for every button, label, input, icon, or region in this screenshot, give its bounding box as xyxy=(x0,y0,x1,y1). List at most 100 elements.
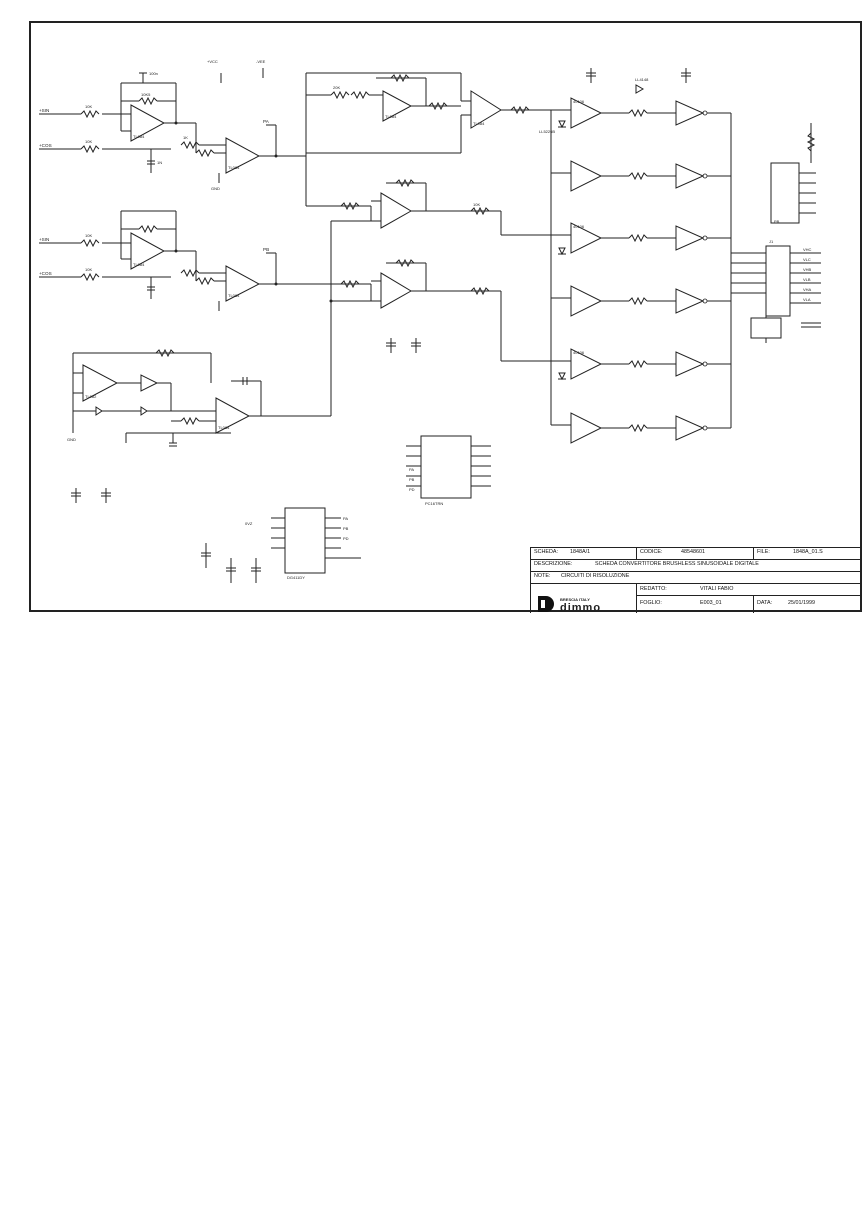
codice-value: 48548601 xyxy=(681,549,705,555)
data-label: DATA: xyxy=(757,600,773,606)
dip-net-pd: PD xyxy=(409,487,415,492)
reference-oscillator: TL082 GND TL084 xyxy=(67,348,331,447)
out-label-1: VLC xyxy=(803,257,811,262)
out-label-3: VLB xyxy=(803,277,811,282)
foglio-label: FOGLIO: xyxy=(640,600,662,606)
svg-text:TL082: TL082 xyxy=(85,394,97,399)
data-value: 25/01/1999 xyxy=(788,600,815,606)
svg-text:TL084: TL084 xyxy=(228,165,240,170)
company-sub: BRESCIA ITALY xyxy=(560,597,590,602)
switch-net-pa: PA xyxy=(343,516,348,521)
comparator-row-1: 40106 LL4148 xyxy=(551,77,731,129)
input-stage-sin-a: +SIN 10K +COS 10K TL084 100n 10K5 xyxy=(39,71,196,173)
dip-net-pa: PA xyxy=(409,467,414,472)
svg-text:TL084: TL084 xyxy=(133,134,145,139)
out-label-2: VHB xyxy=(803,267,812,272)
svg-text:+VCC: +VCC xyxy=(207,59,218,64)
output-bus: J1 VHC VLC VHB VLB VHA VLA PB xyxy=(730,113,821,428)
center-difference-stages: 20K TL084 TL084 xyxy=(305,72,551,416)
switch-net-pd: PD xyxy=(343,536,349,541)
ic-dg411dy xyxy=(284,507,326,574)
svg-text:LL4148: LL4148 xyxy=(635,77,649,82)
descrizione-label: DESCRIZIONE: xyxy=(534,561,573,567)
comparator-chains: 40106 LL4148 xyxy=(500,77,731,444)
svg-text:1N: 1N xyxy=(157,160,162,165)
descrizione-value: SCHEDA CONVERTITORE BRUSHLESS SINUSOIDAL… xyxy=(595,561,759,567)
out-label-6: PB xyxy=(774,219,780,224)
opamp-diff-b xyxy=(380,272,412,309)
buffer-stage-pb: TL084 PB xyxy=(180,247,321,311)
out-label-5: VLA xyxy=(803,297,811,302)
svg-text:TL084: TL084 xyxy=(385,114,397,119)
connector-cn1 xyxy=(770,162,800,224)
foglio-value: E003_01 xyxy=(700,600,722,606)
opamp-u11 xyxy=(225,265,261,302)
svg-text:40106: 40106 xyxy=(573,99,585,104)
svg-text:10K: 10K xyxy=(473,202,480,207)
file-label: FILE: xyxy=(757,549,770,555)
input-stage-sin-b: +SIN 10K +COS 10K TL084 xyxy=(39,210,196,299)
company-name: dimmo xyxy=(560,602,601,612)
comparator-row-4 xyxy=(551,285,731,317)
switch-net-zero: 0VZ xyxy=(245,521,253,526)
input-label-cos-b: +COS xyxy=(39,271,52,276)
svg-text:-VEE: -VEE xyxy=(256,59,266,64)
opamp-u7 xyxy=(130,104,166,142)
file-value: 1848A_01.S xyxy=(793,549,823,555)
svg-text:TL084: TL084 xyxy=(133,262,145,267)
opamp-diff-a xyxy=(380,192,412,229)
input-label-sin-b: +SIN xyxy=(39,237,49,242)
svg-text:LL5226B: LL5226B xyxy=(539,129,555,134)
buffer-stage-pa: 1K TL084 PA GND +VCC -VEE xyxy=(180,59,306,191)
svg-text:40106: 40106 xyxy=(573,350,585,355)
svg-text:PC16TRN: PC16TRN xyxy=(425,501,443,506)
note-value: CIRCUITI DI RISOLUZIONE xyxy=(561,573,630,579)
decoupling-caps xyxy=(71,68,691,503)
codice-label: CODICE: xyxy=(640,549,663,555)
svg-text:TL084: TL084 xyxy=(218,425,230,430)
redatto-label: REDATTO: xyxy=(640,586,667,592)
input-label-sin-a: +SIN xyxy=(39,108,49,113)
opamp-u8 xyxy=(225,137,261,174)
note-label: NOTE: xyxy=(534,573,551,579)
input-label-cos-a: +COS xyxy=(39,143,52,148)
svg-text:GND: GND xyxy=(211,186,220,191)
svg-text:GND: GND xyxy=(67,437,76,442)
comparator-row-6 xyxy=(551,412,731,444)
company-logo: BRESCIA ITALY dimmo xyxy=(536,596,632,614)
svg-text:1K: 1K xyxy=(183,135,188,140)
net-pa: PA xyxy=(263,119,270,124)
comparator-row-3: 40106 xyxy=(501,222,731,254)
svg-text:20K: 20K xyxy=(333,85,340,90)
switch-net-pb: PB xyxy=(343,526,349,531)
out-label-0: VHC xyxy=(803,247,812,252)
svg-text:10K5: 10K5 xyxy=(141,92,151,97)
opamp-u9 xyxy=(215,397,251,434)
svg-text:10K: 10K xyxy=(85,267,92,272)
svg-text:TL084: TL084 xyxy=(228,293,240,298)
ic-pc16trn xyxy=(420,435,472,499)
out-label-4: VHA xyxy=(803,287,812,292)
net-pb: PB xyxy=(263,247,269,252)
opamp-u10 xyxy=(130,232,166,270)
opamp-u16 xyxy=(382,90,413,122)
comparator-row-5: 40106 xyxy=(501,348,731,380)
svg-text:10K: 10K xyxy=(85,104,92,109)
redatto-value: VITALI FABIO xyxy=(700,586,734,592)
scheda-label: SCHEDA: xyxy=(534,549,558,555)
dip-net-pb: PB xyxy=(409,477,415,482)
svg-text:J1: J1 xyxy=(769,239,774,244)
opamp-u6 xyxy=(470,90,502,129)
comparator-osc xyxy=(140,374,159,392)
analog-switch-ic: DG411DY PA PB PD 0VZ xyxy=(201,507,361,583)
svg-text:10K: 10K xyxy=(85,233,92,238)
opamp-u20 xyxy=(82,364,119,402)
svg-text:100n: 100n xyxy=(149,71,158,76)
schematic-sheet: +SIN 10K +COS 10K TL084 100n 10K5 xyxy=(29,21,862,614)
title-block: SCHEDA: 1848A/1 CODICE: 48548601 FILE: 1… xyxy=(530,547,862,614)
svg-text:DG411DY: DG411DY xyxy=(287,575,305,580)
svg-text:TL084: TL084 xyxy=(473,121,485,126)
connector-j1 xyxy=(765,245,791,317)
comparator-row-2 xyxy=(551,160,731,192)
dip-switch-block: PC16TRN PA PB PD xyxy=(406,435,491,506)
